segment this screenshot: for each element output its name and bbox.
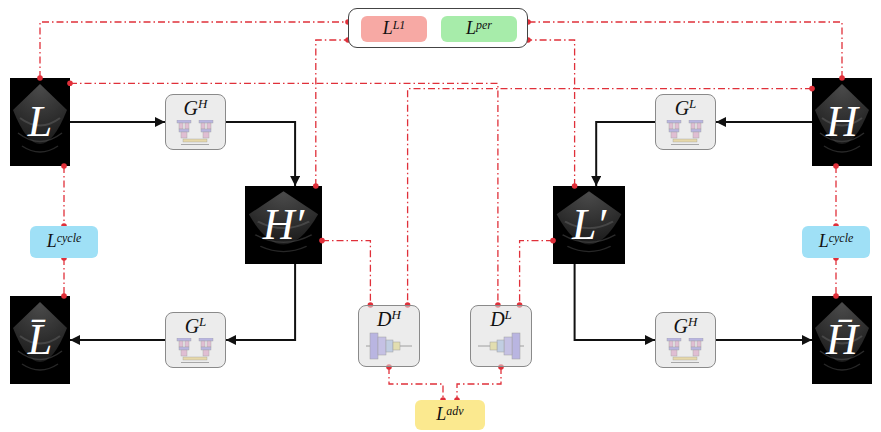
loss-group-box: LL1Lper xyxy=(348,8,528,48)
loss-link xyxy=(835,166,836,226)
symbol-text: G xyxy=(185,315,199,337)
generator-box: GL xyxy=(165,312,226,368)
subscript-text: H xyxy=(198,97,207,119)
symbol-text: L′ xyxy=(572,201,606,249)
symbol-text: L xyxy=(28,98,52,146)
label-line: L xyxy=(28,98,52,146)
ultrasound-image xyxy=(812,78,872,166)
label-line: H̄ xyxy=(826,316,858,364)
loss-link xyxy=(528,40,575,186)
loss-box: Lcycle xyxy=(802,226,870,258)
loss-link xyxy=(389,367,443,400)
subscript-text: L xyxy=(199,315,206,337)
loss-link xyxy=(835,258,836,296)
subscript-text: L xyxy=(689,97,696,119)
label-line: H′ xyxy=(263,201,304,249)
symbol-text: L xyxy=(466,19,476,39)
label-line: GH xyxy=(184,97,208,119)
flow-arrow xyxy=(716,121,812,123)
loss-box: Ladv xyxy=(415,400,485,430)
loss-link xyxy=(457,367,501,400)
loss-link xyxy=(322,241,370,305)
subscript-text: adv xyxy=(446,405,463,425)
loss-link xyxy=(40,22,348,78)
generator-box: GL xyxy=(655,94,716,150)
loss-link xyxy=(63,166,64,226)
label-line: DL xyxy=(490,308,512,330)
label-line: Lcycle xyxy=(819,232,854,252)
symbol-text: L xyxy=(383,19,393,39)
label-line: GH xyxy=(674,315,698,337)
symbol-text: G xyxy=(675,97,689,119)
label-line: H xyxy=(826,98,858,146)
flow-arrow xyxy=(716,339,812,341)
loss-link xyxy=(528,22,842,78)
loss-box: LL1 xyxy=(361,16,427,42)
loss-link xyxy=(70,83,498,305)
subscript-text: H xyxy=(688,315,697,337)
symbol-text: L xyxy=(47,232,57,252)
image-node: H′ xyxy=(245,186,322,264)
flow-arrow xyxy=(226,264,295,340)
flow-arrow xyxy=(575,264,655,340)
label-line: LL1 xyxy=(383,19,406,39)
ultrasound-image xyxy=(245,186,322,264)
subscript-text: L1 xyxy=(393,19,406,39)
symbol-text: L xyxy=(819,232,829,252)
loss-link xyxy=(63,258,64,296)
image-node: L̄ xyxy=(10,296,70,384)
subscript-text: per xyxy=(476,19,492,39)
label-line: DH xyxy=(377,308,401,330)
label-line: Ladv xyxy=(436,405,463,425)
symbol-text: L xyxy=(436,405,446,425)
symbol-text: H′ xyxy=(263,201,304,249)
label-line: GL xyxy=(185,315,207,337)
label-line: Lper xyxy=(466,19,492,39)
subscript-text: cycle xyxy=(829,232,854,252)
loss-link xyxy=(316,40,348,186)
image-node: L xyxy=(10,78,70,166)
ultrasound-image xyxy=(10,296,70,384)
ultrasound-image xyxy=(10,78,70,166)
loss-link xyxy=(408,89,812,305)
label-line: L̄ xyxy=(28,316,52,364)
subscript-text: L xyxy=(505,308,512,330)
subscript-text: cycle xyxy=(57,232,82,252)
loss-box: Lper xyxy=(441,16,517,42)
symbol-text: D xyxy=(490,308,504,330)
image-node: H xyxy=(812,78,872,166)
flow-arrow xyxy=(70,121,165,123)
label-line: Lcycle xyxy=(47,232,82,252)
label-line: GL xyxy=(675,97,697,119)
symbol-text: D xyxy=(377,308,391,330)
symbol-text: H̄ xyxy=(826,316,858,364)
flow-arrow xyxy=(596,122,655,186)
subscript-text: H xyxy=(392,308,401,330)
loss-link xyxy=(520,241,553,305)
symbol-text: G xyxy=(674,315,688,337)
symbol-text: L̄ xyxy=(28,316,52,364)
loss-box: Lcycle xyxy=(30,226,98,258)
discriminator-box: DL xyxy=(470,305,532,367)
symbol-text: G xyxy=(184,97,198,119)
symbol-text: H xyxy=(826,98,858,146)
image-node: H̄ xyxy=(812,296,872,384)
generator-box: GH xyxy=(655,312,716,368)
image-node: L′ xyxy=(553,186,625,264)
discriminator-box: DH xyxy=(358,305,420,367)
ultrasound-image xyxy=(553,186,625,264)
ultrasound-image xyxy=(812,296,872,384)
generator-box: GH xyxy=(165,94,226,150)
flow-arrow xyxy=(70,339,165,341)
label-line: L′ xyxy=(572,201,606,249)
flow-arrow xyxy=(226,122,295,186)
